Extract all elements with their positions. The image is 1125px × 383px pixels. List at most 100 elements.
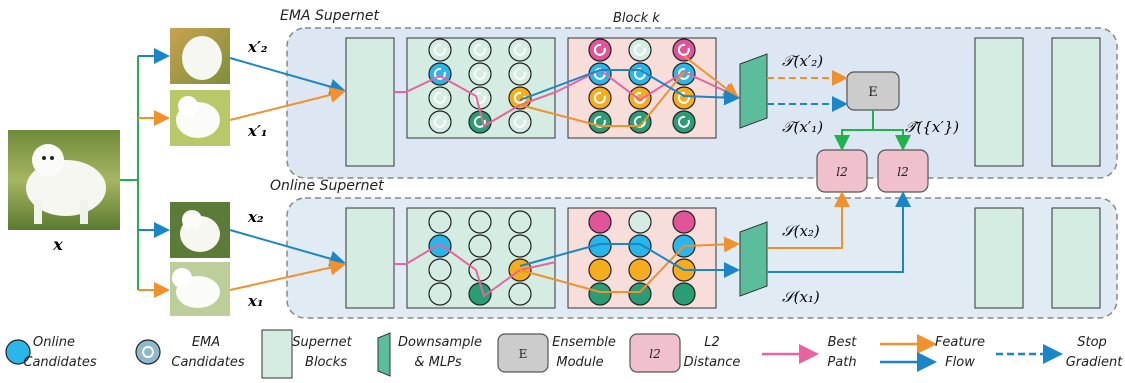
ema-flows	[229, 55, 848, 128]
block-k-title: Block k	[613, 11, 660, 26]
online-supernet-block-1	[345, 207, 395, 309]
candidate-pink-r0-c1-ema-ring	[633, 43, 646, 56]
t-x1p-label: 𝒯(x′₁)	[782, 118, 823, 136]
candidate-green-r2-c1	[468, 258, 492, 282]
candidate-green-r0-c2	[508, 210, 532, 234]
legend-feature-line1: Feature	[935, 335, 985, 350]
candidate-pink-r1-c1	[628, 234, 652, 258]
candidate-pink-r0-c2	[672, 210, 696, 234]
augmentation-arrows	[138, 48, 170, 298]
candidate-green-r1-c2	[508, 234, 532, 258]
legend-feature-line2: Flow	[945, 355, 975, 370]
input-image-x1	[170, 262, 230, 316]
ensemble-to-l2-arrows	[834, 110, 911, 151]
online-supernet-block-last-2	[1051, 207, 1101, 309]
candidate-green-r2-c0-ema-ring	[433, 91, 446, 104]
ema-supernet-title: EMA Supernet	[280, 8, 379, 24]
legend-l2-icon	[629, 333, 681, 373]
candidate-pink-r0-c0	[588, 38, 612, 62]
candidate-green-r1-c2-ema-ring	[513, 67, 526, 80]
candidate-pink-r2-c1	[628, 258, 652, 282]
legend-l2-line2: Distance	[684, 355, 741, 370]
candidate-green-r3-c0	[428, 282, 452, 306]
ensemble-module-letter: E	[868, 85, 878, 100]
legend-ema-candidate-ring	[142, 346, 154, 358]
candidate-green-r3-c2-ema-ring	[513, 115, 526, 128]
legend: Online Candidates EMA Candidates Superne…	[5, 329, 1123, 379]
candidate-pink-r3-c0	[588, 110, 612, 134]
input-image-x1p	[170, 90, 230, 146]
online-supernet-title: Online Supernet	[270, 178, 384, 194]
candidate-green-r0-c2	[508, 38, 532, 62]
candidate-pink-r1-c0-ema-ring	[593, 67, 606, 80]
online-flows	[229, 191, 911, 298]
l2-right-label: l2	[897, 165, 908, 179]
legend-downsample-line1: Downsample	[398, 335, 482, 350]
candidate-pink-r2-c2-ema-ring	[677, 91, 690, 104]
legend-online-line1: Online	[33, 335, 75, 350]
candidate-green-r2-c0	[428, 258, 452, 282]
ema-supernet-block-last-1	[974, 37, 1024, 167]
input-image-x2p	[170, 28, 230, 84]
candidate-pink-r2-c1-ema-ring	[633, 91, 646, 104]
legend-ensemble-icon	[497, 333, 549, 373]
candidate-green-r0-c1-ema-ring	[473, 43, 486, 56]
candidate-pink-r3-c1	[628, 110, 652, 134]
candidate-pink-r0-c1	[628, 38, 652, 62]
candidate-green-r2-c0	[428, 86, 452, 110]
candidate-pink-r0-c0-ema-ring	[593, 43, 606, 56]
legend-supernet-block-icon	[261, 329, 293, 379]
legend-supernet-line2: Blocks	[305, 355, 347, 370]
candidate-green-r0-c1	[468, 38, 492, 62]
legend-l2-line1: L2	[704, 335, 720, 350]
candidate-green-r1-c1-ema-ring	[473, 67, 486, 80]
legend-best-line1: Best	[828, 335, 858, 350]
candidate-pink-r0-c2	[672, 38, 696, 62]
candidate-pink-r0-c0	[588, 210, 612, 234]
candidate-green-r3-c0-ema-ring	[433, 115, 446, 128]
online-candidate-circles	[428, 210, 696, 306]
ema-candidate-circles	[428, 38, 696, 134]
input-image-x2	[170, 202, 230, 258]
candidate-pink-r3-c1	[628, 282, 652, 306]
s-x2-label: 𝒮(x₂)	[782, 222, 820, 240]
candidate-green-r1-c0	[428, 234, 452, 258]
candidate-green-r1-c2	[508, 62, 532, 86]
candidate-pink-r2-c0-ema-ring	[593, 91, 606, 104]
candidate-green-r0-c0	[428, 38, 452, 62]
ema-downsample-mlp	[739, 53, 768, 129]
online-supernet-block-last-1	[974, 207, 1024, 309]
x2-label: x₂	[247, 208, 264, 226]
s-x1-label: 𝒮(x₁)	[782, 288, 820, 306]
legend-online-line2: Candidates	[23, 355, 96, 370]
candidate-green-r3-c0	[428, 110, 452, 134]
candidate-green-r3-c2	[508, 282, 532, 306]
candidate-pink-r3-c2	[672, 282, 696, 306]
candidate-green-r3-c1-ema-ring	[473, 115, 486, 128]
ema-supernet-block-1	[345, 37, 395, 167]
legend-best-line2: Path	[827, 355, 856, 370]
candidate-green-r0-c2-ema-ring	[513, 43, 526, 56]
legend-ensemble-line2: Module	[556, 355, 603, 370]
legend-downsample-icon	[377, 332, 391, 377]
candidate-pink-r2-c0	[588, 86, 612, 110]
legend-stop-line1: Stop	[1077, 335, 1107, 350]
legend-ema-line2: Candidates	[171, 355, 244, 370]
candidate-pink-r3-c2-ema-ring	[677, 115, 690, 128]
candidate-pink-r1-c1	[628, 62, 652, 86]
legend-ema-line1: EMA	[192, 335, 220, 350]
candidate-green-r0-c0-ema-ring	[433, 43, 446, 56]
x2-prime-label: x′₂	[247, 38, 268, 56]
legend-stop-line2: Gradient	[1066, 355, 1123, 370]
candidate-green-r1-c1	[468, 234, 492, 258]
candidate-green-r0-c1	[468, 210, 492, 234]
candidate-green-r1-c0	[428, 62, 452, 86]
candidate-pink-r2-c0	[588, 258, 612, 282]
l2-left-label: l2	[836, 165, 847, 179]
online-downsample-mlp	[739, 221, 768, 297]
candidate-green-r3-c2	[508, 110, 532, 134]
candidate-pink-r3-c2	[672, 110, 696, 134]
candidate-green-r2-c1	[468, 86, 492, 110]
legend-online-candidate-icon	[5, 339, 31, 365]
